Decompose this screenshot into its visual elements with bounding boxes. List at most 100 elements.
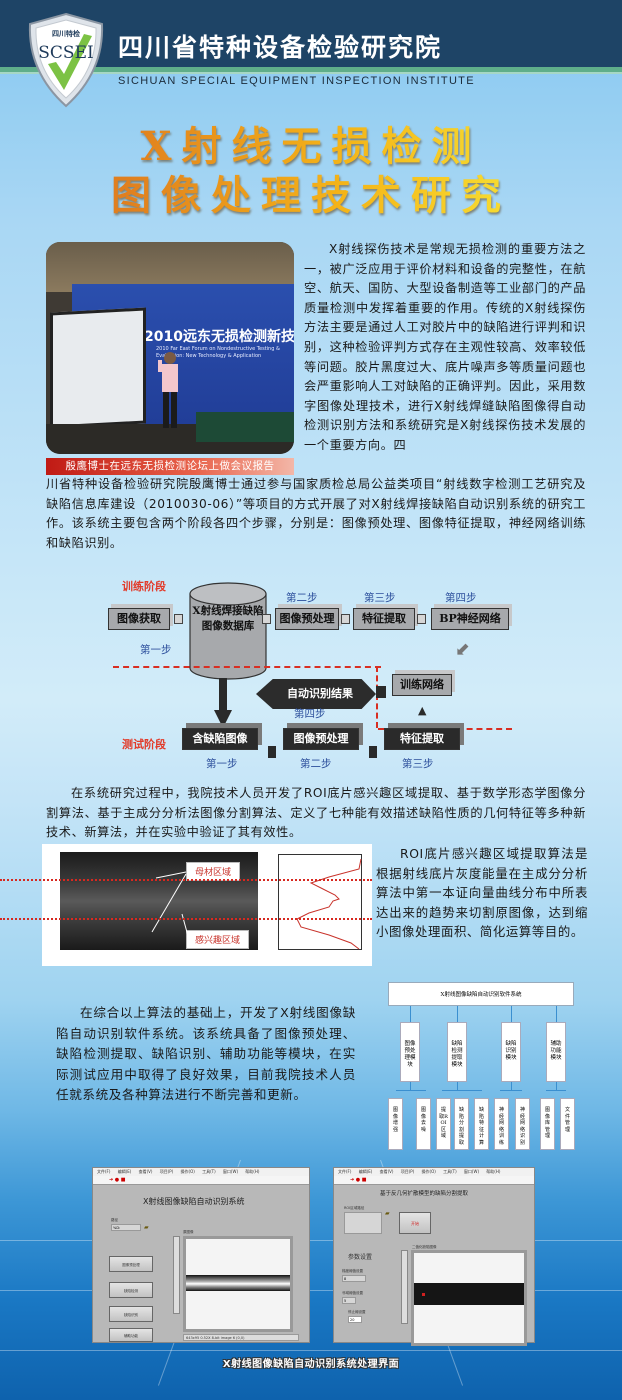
header-band [0, 0, 622, 67]
tree-leaf: 提取ROI区域 [436, 1098, 451, 1150]
run-icon[interactable]: ➜ [109, 1177, 114, 1183]
pause-icon[interactable]: ■ [120, 1177, 126, 1183]
param2-input[interactable]: 5 [342, 1297, 356, 1304]
auto-recognition-result: 自动识别结果 [256, 679, 376, 709]
detect-button[interactable]: 缺陷检测 [109, 1282, 153, 1298]
stop-icon[interactable]: ● [114, 1177, 120, 1183]
photo-caption: 殷鹰博士在远东无损检测论坛上做会议报告 [46, 458, 294, 475]
stop-icon[interactable]: ● [355, 1177, 361, 1183]
flow-box-test-feature-extraction: 特征提取 [384, 728, 460, 750]
test-step-2-label: 第二步 [300, 758, 332, 770]
image-display[interactable] [183, 1236, 293, 1332]
window-title: X射线图像缺陷自动识别系统 [143, 1197, 245, 1206]
header-stripe-light [0, 72, 622, 74]
grid-line [0, 1350, 622, 1351]
software-window-main: 文件(F) 编辑(E) 查看(V) 项目(P) 操作(O) 工具(T) 窗口(W… [92, 1167, 310, 1343]
tree-leaf: 缺陷分割提取 [454, 1098, 469, 1150]
flow-box-train-network: 训练网络 [392, 674, 452, 696]
conference-photo: 2010远东无损检测新技术论坛 2010 Far East Forum on N… [46, 242, 294, 454]
pause-icon[interactable]: ■ [361, 1177, 367, 1183]
intro-paragraph-part-a: X射线探伤技术是常规无损检测的重要方法之一，被广泛应用于评价材料和设备的完整性，… [304, 242, 586, 452]
tree-module-detection: 缺陷检测提取模块 [447, 1022, 467, 1082]
tree-root-node: X射线图像缺陷自动识别软件系统 [388, 982, 574, 1006]
tree-leaf: 图像去噪 [416, 1098, 431, 1150]
defect-marker [422, 1293, 425, 1296]
arrow-down-left-icon: ⬇ [448, 637, 475, 664]
roi-boundary-line-bottom [0, 918, 372, 920]
test-step-1-label: 第一步 [206, 758, 238, 770]
flow-box-image-acquisition: 图像获取 [108, 608, 170, 630]
tree-leaf: 图像库管理 [540, 1098, 555, 1150]
tree-leaf: 文件管理 [560, 1098, 575, 1150]
research-paragraph: 在系统研究过程中，我院技术人员开发了ROI底片感兴趣区域提取、基于数学形态学图像… [46, 786, 586, 840]
header-stripe [0, 67, 622, 72]
toolbar: ➜ ● ■ [93, 1176, 309, 1185]
image-tools-palette[interactable] [401, 1250, 408, 1324]
window-title: 基于反几何扩散模型的缺陷分割提取 [380, 1191, 469, 1197]
binary-image-display[interactable] [411, 1250, 527, 1346]
software-paragraph: 在综合以上算法的基础上，开发了X射线图像缺陷自动识别软件系统。该系统具备了图像预… [56, 1005, 356, 1102]
binary-defect-image [414, 1283, 524, 1305]
preprocess-button[interactable]: 图像预处理 [109, 1256, 153, 1272]
toolbar: ➜ ● ■ [334, 1176, 534, 1185]
menu-bar[interactable]: 文件(F) 编辑(E) 查看(V) 项目(P) 操作(O) 工具(T) 窗口(W… [334, 1168, 534, 1176]
start-button[interactable]: 开始 [399, 1212, 431, 1234]
scsei-shield-logo: 四川特检 SCSEI [28, 12, 104, 108]
folder-icon[interactable]: ▰ [144, 1224, 149, 1231]
image-status-bar: 643x95 0.52X 8-bit image 6 (0,0) [183, 1334, 299, 1341]
tree-module-preprocess: 图像预处理模块 [400, 1022, 420, 1082]
svg-text:SCSEI: SCSEI [38, 43, 93, 63]
folder-icon[interactable]: ▰ [385, 1210, 390, 1217]
arrow-left-icon [376, 686, 386, 698]
test-step-4-label: 第四步 [294, 708, 326, 720]
flow-box-preprocess: 图像预处理 [275, 608, 339, 630]
annotation-arrows [151, 871, 189, 937]
flow-box-feature-extraction: 特征提取 [353, 608, 415, 630]
roi-description: ROI底片感兴趣区域提取算法是根据射线底片灰度能量在主成分分析算法中第一本证向量… [376, 846, 588, 940]
tree-module-recognition: 缺陷识别模块 [501, 1022, 521, 1082]
institute-name-english: SICHUAN SPECIAL EQUIPMENT INSPECTION INS… [118, 75, 475, 87]
tree-leaf: 图像增强 [388, 1098, 403, 1150]
photo-banner-chinese: 2010远东无损检测新技术论坛 [144, 329, 294, 345]
roi-figure: 母材区域 感兴趣区域 [42, 844, 372, 966]
roi-path-input[interactable] [344, 1212, 382, 1234]
arrow-right-icon [268, 746, 276, 758]
poster-title-line-2: 图像处理技术研究 [0, 163, 622, 221]
tree-leaf: 神经网络训练 [494, 1098, 509, 1150]
recognize-button[interactable]: 缺陷识别 [109, 1306, 153, 1322]
auxiliary-button[interactable]: 辅助功能 [109, 1328, 153, 1342]
process-flow-diagram: 训练阶段 图像获取 X射线焊接缺陷图像数据库 第二步 图像预处理 第三步 特征提… [96, 574, 536, 774]
weld-image [186, 1275, 290, 1291]
arrow-up-icon: ▲ [418, 704, 427, 717]
params-title: 参数设置 [348, 1254, 373, 1261]
roi-profile-plot [278, 854, 362, 950]
arrow-right-icon [262, 614, 271, 624]
arrow-right-icon [369, 746, 377, 758]
param1-label: 梯度阈值设置 [342, 1269, 363, 1273]
photo-banner-english: 2010 Far East Forum on Nondestructive Te… [156, 346, 280, 359]
speaker-figure [158, 352, 178, 428]
tree-leaf: 神经网络识别 [515, 1098, 530, 1150]
system-module-tree: X射线图像缺陷自动识别软件系统 图像预处理模块 缺陷检测提取模块 缺陷识别模块 … [388, 982, 588, 1152]
menu-bar[interactable]: 文件(F) 编辑(E) 查看(V) 项目(P) 操作(O) 工具(T) 窗口(W… [93, 1168, 309, 1176]
param3-input[interactable]: 20 [348, 1316, 362, 1323]
projector-screen [50, 307, 146, 429]
train-step-1-label: 第一步 [140, 644, 172, 656]
train-step-2-label: 第二步 [286, 592, 318, 604]
image-label: 原图像 [183, 1230, 194, 1234]
poster-title-line-1: X射线无损检测 [0, 114, 622, 172]
grid-line [0, 1290, 622, 1291]
run-icon[interactable]: ➜ [350, 1177, 355, 1183]
photo-ceiling [46, 242, 294, 292]
path-label: 路径 [111, 1218, 118, 1222]
path-input[interactable]: %D: [111, 1224, 141, 1231]
param1-input[interactable]: 8 [342, 1275, 366, 1282]
intro-paragraph-part-b: 川省特种设备检验研究院殷鹰博士通过参与国家质检总局公益类项目“射线数字检测工艺研… [46, 477, 586, 550]
test-step-3-label: 第三步 [402, 758, 434, 770]
image-tools-palette[interactable] [173, 1236, 180, 1314]
flow-box-defect-image: 含缺陷图像 [182, 728, 258, 750]
screenshots-caption: X射线图像缺陷自动识别系统处理界面 [222, 1359, 400, 1370]
database-cylinder-icon [189, 582, 267, 680]
tree-leaf: 缺陷特征计算 [474, 1098, 489, 1150]
